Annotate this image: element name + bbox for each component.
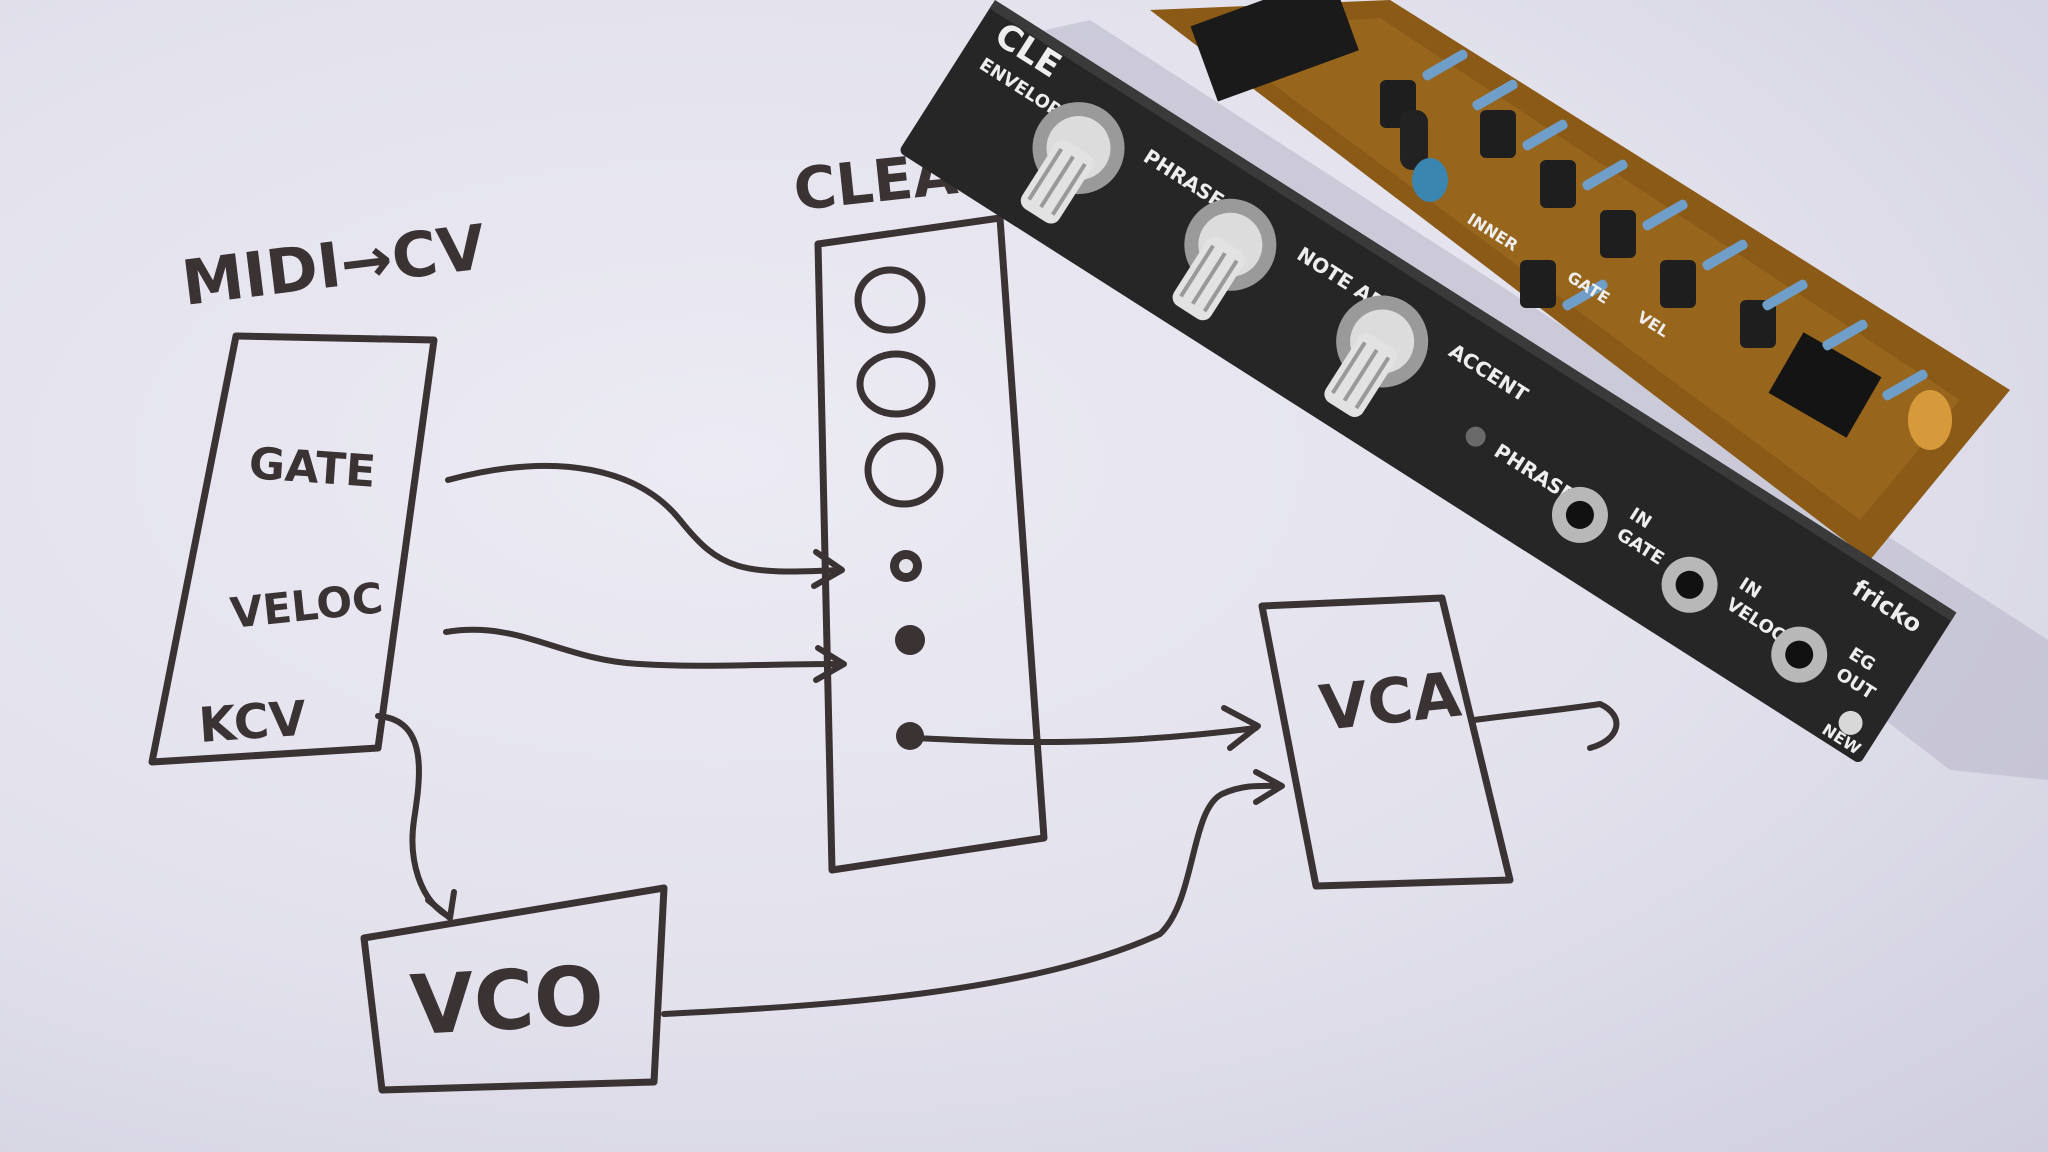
ic-socket [1768, 332, 1882, 438]
patch-cables [375, 462, 1620, 1017]
knob-accent[interactable] [1300, 278, 1445, 434]
clean-jack-out [896, 722, 924, 750]
arrowhead-vco-vca [1253, 769, 1285, 805]
phrase-led [1465, 426, 1486, 447]
kcv-label: KCV [197, 691, 308, 754]
clean-knob-1 [854, 266, 926, 334]
arrowhead-clean-vca [1221, 705, 1261, 751]
clean-knob-2 [856, 350, 936, 418]
vca-label: VCA [1316, 658, 1464, 745]
clean-jack-velocity-in [895, 625, 925, 655]
velocity-label: VELOC [228, 573, 385, 638]
mounting-hole [1838, 710, 1863, 735]
clean-module: CLEAN [790, 134, 1048, 874]
gate-label: GATE [247, 438, 377, 498]
jack-eg-out[interactable] [1761, 616, 1838, 693]
knob-phrase-ar[interactable] [997, 85, 1142, 241]
knob-note-ar[interactable] [1149, 181, 1294, 337]
vco-box [360, 884, 668, 1094]
vco-label: VCO [408, 949, 606, 1054]
jack-velocity-in[interactable] [1651, 546, 1728, 623]
arrowhead-velocity [813, 645, 847, 683]
midi-cv-module: MIDI→CV GATE VELOC KCV [148, 210, 489, 766]
clean-knob-3 [864, 432, 944, 508]
pcb-components: INNER GATE VEL [1190, 0, 1952, 450]
midi-cv-box [148, 332, 438, 766]
midi-cv-title: MIDI→CV [178, 210, 489, 320]
cable-kcv-to-vco [375, 713, 451, 919]
arrowhead-gate [811, 549, 845, 589]
vco-module: VCO [360, 884, 668, 1094]
cable-gate-to-clean [445, 462, 843, 575]
vca-module: VCA [1258, 594, 1514, 890]
cable-clean-to-vca [911, 725, 1259, 746]
arrowhead-kcv [425, 889, 457, 921]
vca-box [1258, 594, 1514, 890]
ribbon-header [1190, 0, 1359, 102]
jack-gate-in[interactable] [1541, 476, 1618, 553]
clean-box [814, 214, 1048, 874]
eurorack-module-photo: INNER GATE VEL CLE ENVELOPE PHRASE AR [900, 0, 2048, 780]
cable-vca-out [1471, 701, 1620, 751]
cable-velocity-to-clean [443, 626, 845, 669]
cable-vco-to-vca [661, 782, 1283, 1017]
sketch-diagram: MIDI→CV GATE VELOC KCV CLEAN VCO VCA [148, 134, 1620, 1094]
